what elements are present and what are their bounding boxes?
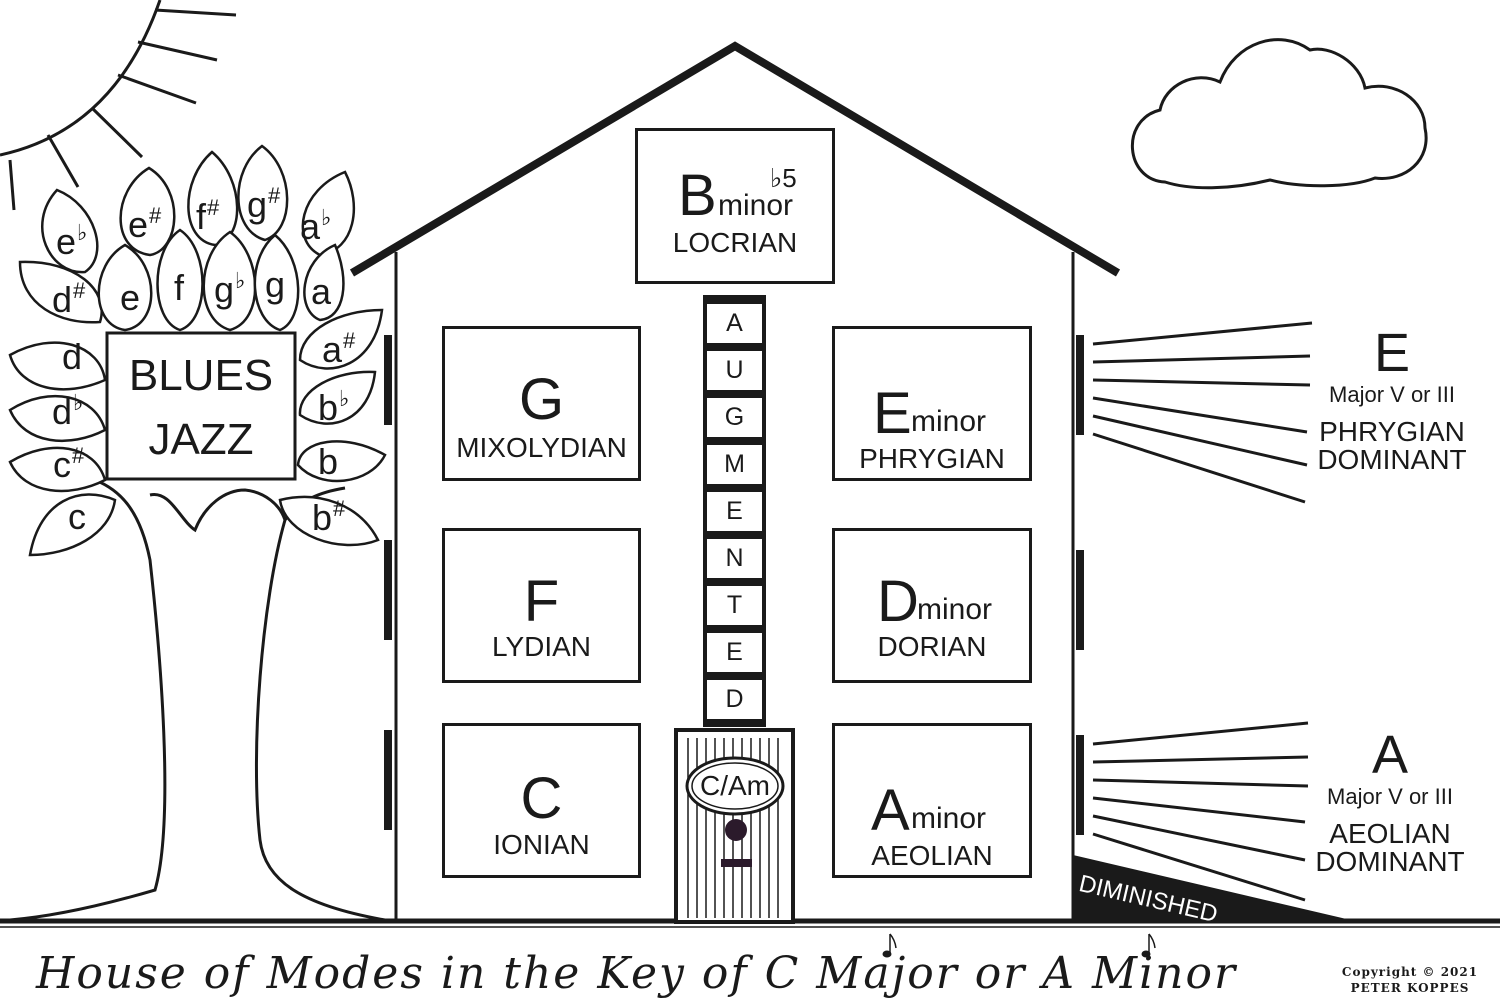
leaf-a-flat: a♭ [300, 205, 332, 247]
leaf-d-flat: d♭ [52, 390, 84, 432]
blues-jazz-sign [105, 331, 297, 481]
leaf-b-sharp: b# [312, 496, 346, 538]
attic-letter: B [678, 163, 717, 228]
tree-leaves [8, 144, 387, 557]
room-dorian[interactable]: D minor DORIAN [832, 528, 1032, 683]
leaf-b: b [318, 441, 339, 482]
augmented-letter: M [707, 445, 762, 484]
augmented-letter: U [707, 351, 762, 390]
cloud-icon [1131, 38, 1428, 190]
side-label-lower: A Major V or III AEOLIAN DOMINANT [1310, 728, 1470, 876]
sun-icon [0, 0, 237, 211]
room-a-mode: AEOLIAN [871, 840, 993, 871]
room-aeolian[interactable]: A minor AEOLIAN [832, 723, 1032, 878]
room-a-quality: minor [911, 802, 987, 835]
attic-flat-five: ♭5 [770, 163, 797, 193]
room-f-mode: LYDIAN [491, 631, 592, 662]
light-beams-upper [1092, 321, 1313, 504]
door[interactable] [674, 728, 795, 924]
leaf-e-flat: e♭ [56, 220, 88, 262]
leaf-c-sharp: c# [53, 443, 85, 485]
leaf-g-sharp: g# [247, 183, 281, 225]
leaf-f: f [174, 267, 185, 308]
room-a-letter: A [871, 778, 910, 843]
augmented-letter: E [707, 492, 762, 531]
copyright: Copyright © 2021 PETER KOPPES [1340, 965, 1480, 995]
leaf-e: e [120, 277, 141, 318]
augmented-letter: T [707, 586, 762, 625]
room-lydian[interactable]: F LYDIAN [442, 528, 641, 683]
mail-slot-icon [721, 859, 752, 867]
room-e-quality: minor [911, 405, 987, 438]
room-e-letter: E [873, 381, 912, 446]
side-lower-letter: A [1371, 725, 1409, 785]
music-note-icon [882, 933, 897, 958]
side-upper-letter: E [1373, 323, 1411, 383]
room-c-mode: IONIAN [493, 829, 590, 860]
attic-quality: minor [718, 189, 794, 222]
leaf-a-sharp: a# [322, 328, 356, 370]
side-upper-line2: PHRYGIAN [1319, 416, 1465, 447]
page-title: House of Modes in the Key of C Major or … [36, 948, 1238, 999]
sign-jazz: JAZZ [148, 415, 254, 464]
leaf-f-sharp: f# [196, 195, 220, 237]
copyright-line1: Copyright © 2021 [1341, 965, 1479, 979]
door-sign: C/Am [700, 770, 770, 801]
copyright-line2: PETER KOPPES [1350, 981, 1470, 995]
leaf-d: d [62, 336, 83, 377]
side-upper-line1: Major V or III [1329, 382, 1455, 407]
room-mixolydian[interactable]: G MIXOLYDIAN [442, 326, 641, 481]
sign-blues: BLUES [128, 351, 274, 400]
room-g-mode: MIXOLYDIAN [456, 432, 627, 463]
room-e-mode: PHRYGIAN [859, 443, 1005, 474]
leaf-b-flat: b♭ [318, 386, 350, 428]
room-d-quality: minor [917, 593, 993, 626]
room-f-letter: F [523, 569, 560, 634]
leaf-a: a [311, 271, 332, 312]
side-lower-line3: DOMINANT [1315, 846, 1465, 877]
room-phrygian[interactable]: E minor PHRYGIAN [832, 326, 1032, 481]
leaf-g: g [265, 264, 286, 305]
light-beams-lower [1092, 721, 1309, 902]
side-lower-line1: Major V or III [1327, 784, 1453, 809]
side-lower-line2: AEOLIAN [1329, 818, 1451, 849]
attic-mode: LOCRIAN [672, 227, 798, 258]
room-d-letter: D [877, 569, 919, 634]
augmented-letter: E [707, 633, 762, 672]
door-sign-plate [685, 756, 785, 816]
leaf-c: c [68, 496, 86, 537]
leaf-g-flat: g♭ [214, 268, 246, 310]
augmented-letter: D [707, 680, 762, 719]
wall-trim [384, 335, 1084, 835]
house-roof [349, 41, 1121, 277]
house-walls [394, 252, 1075, 920]
diminished-wedge [1073, 855, 1355, 921]
door-knob-icon [725, 819, 747, 841]
leaf-e-sharp: e# [128, 203, 162, 245]
augmented-letter: A [707, 304, 762, 343]
room-d-mode: DORIAN [877, 631, 987, 662]
room-g-letter: G [518, 367, 565, 432]
room-c-letter: C [520, 766, 563, 831]
augmented-letter: N [707, 539, 762, 578]
side-upper-line3: DOMINANT [1317, 444, 1467, 475]
side-label-upper: E Major V or III PHRYGIAN DOMINANT [1312, 326, 1472, 474]
room-locrian[interactable]: B minor ♭5 LOCRIAN [635, 128, 835, 284]
room-ionian[interactable]: C IONIAN [442, 723, 641, 878]
augmented-letter: G [707, 398, 762, 437]
music-note-icon [1141, 933, 1156, 958]
leaf-d-sharp: d# [52, 278, 86, 320]
